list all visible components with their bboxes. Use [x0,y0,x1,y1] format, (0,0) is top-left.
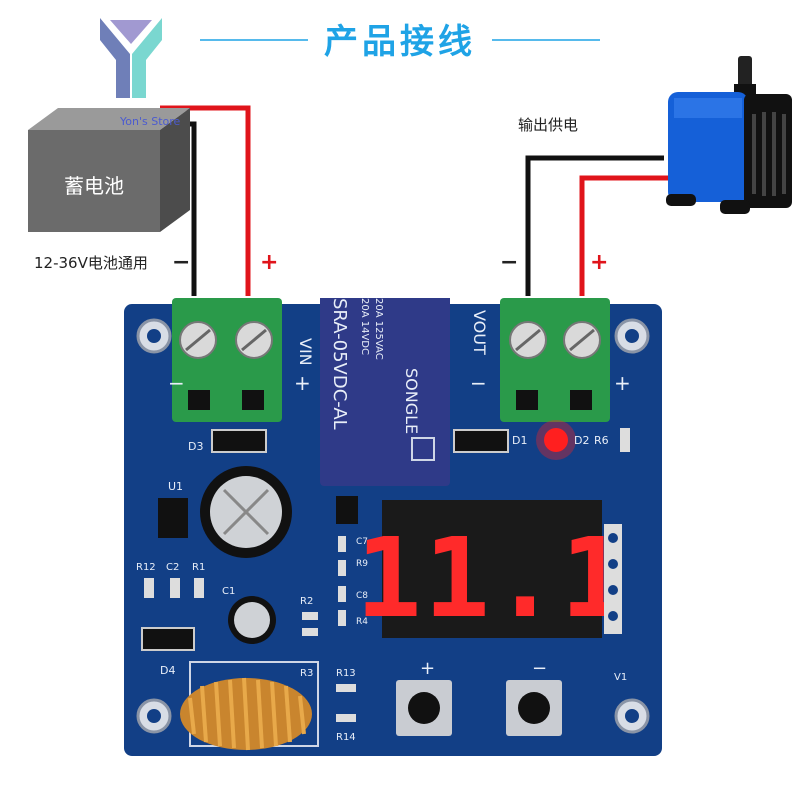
output-label: 输出供电 [518,116,579,134]
relay-model: SRA-05VDC-AL [329,298,350,430]
svg-text:C8: C8 [356,591,368,601]
pcb-vin-plus: + [294,371,311,395]
svg-text:D1: D1 [512,434,527,447]
relay-rating-1: 20A 14VDC [359,298,370,355]
battery: 蓄电池 Yon's Store [28,108,190,232]
battery-label: 蓄电池 [64,174,124,198]
vout-label: VOUT [470,310,489,355]
svg-text:D2: D2 [574,434,589,447]
svg-text:R1: R1 [192,562,205,573]
svg-text:C2: C2 [166,562,179,573]
pcb-vout-minus: − [470,371,487,395]
watermark: Yon's Store [119,115,181,128]
svg-text:U1: U1 [168,480,183,493]
btn-plus-label: + [420,658,435,679]
decrease-button [506,680,562,736]
brand-logo [100,18,162,98]
status-led [544,428,568,452]
svg-text:C7: C7 [356,537,368,547]
svg-text:R6: R6 [594,434,609,447]
svg-text:R3: R3 [300,668,313,679]
battery-plus-sign: + [260,250,279,275]
increase-button [396,680,452,736]
relay-brand: SONGLE [402,368,421,434]
svg-text:R2: R2 [300,596,313,607]
svg-text:C1: C1 [222,586,235,597]
battery-minus-sign: − [172,250,191,275]
svg-text:D3: D3 [188,440,203,453]
pcb-vin-minus: − [168,371,185,395]
svg-text:V1: V1 [614,672,627,683]
output-plus-sign: + [590,250,609,275]
output-minus-sign: − [500,250,519,275]
svg-text:R9: R9 [356,559,368,569]
vin-label: VIN [296,338,315,366]
battery-voltage-label: 12-36V电池通用 [34,254,148,272]
water-pump [666,56,792,214]
seven-segment-display [382,500,602,638]
btn-minus-label: − [532,658,547,679]
svg-text:D4: D4 [160,664,175,677]
svg-text:R14: R14 [336,732,356,743]
pcb-board: VIN − + VOUT − + SRA-05VDC-AL 20A 14VDC … [124,298,662,756]
pcb-vout-plus: + [614,371,631,395]
display-value: 11.1 [356,514,629,642]
svg-text:R13: R13 [336,668,356,679]
inductor-coil [180,677,312,751]
relay-rating-2: 20A 125VAC [373,298,384,360]
page-title: 产品接线 [324,22,476,62]
svg-text:R12: R12 [136,562,156,573]
svg-text:R4: R4 [356,617,368,627]
